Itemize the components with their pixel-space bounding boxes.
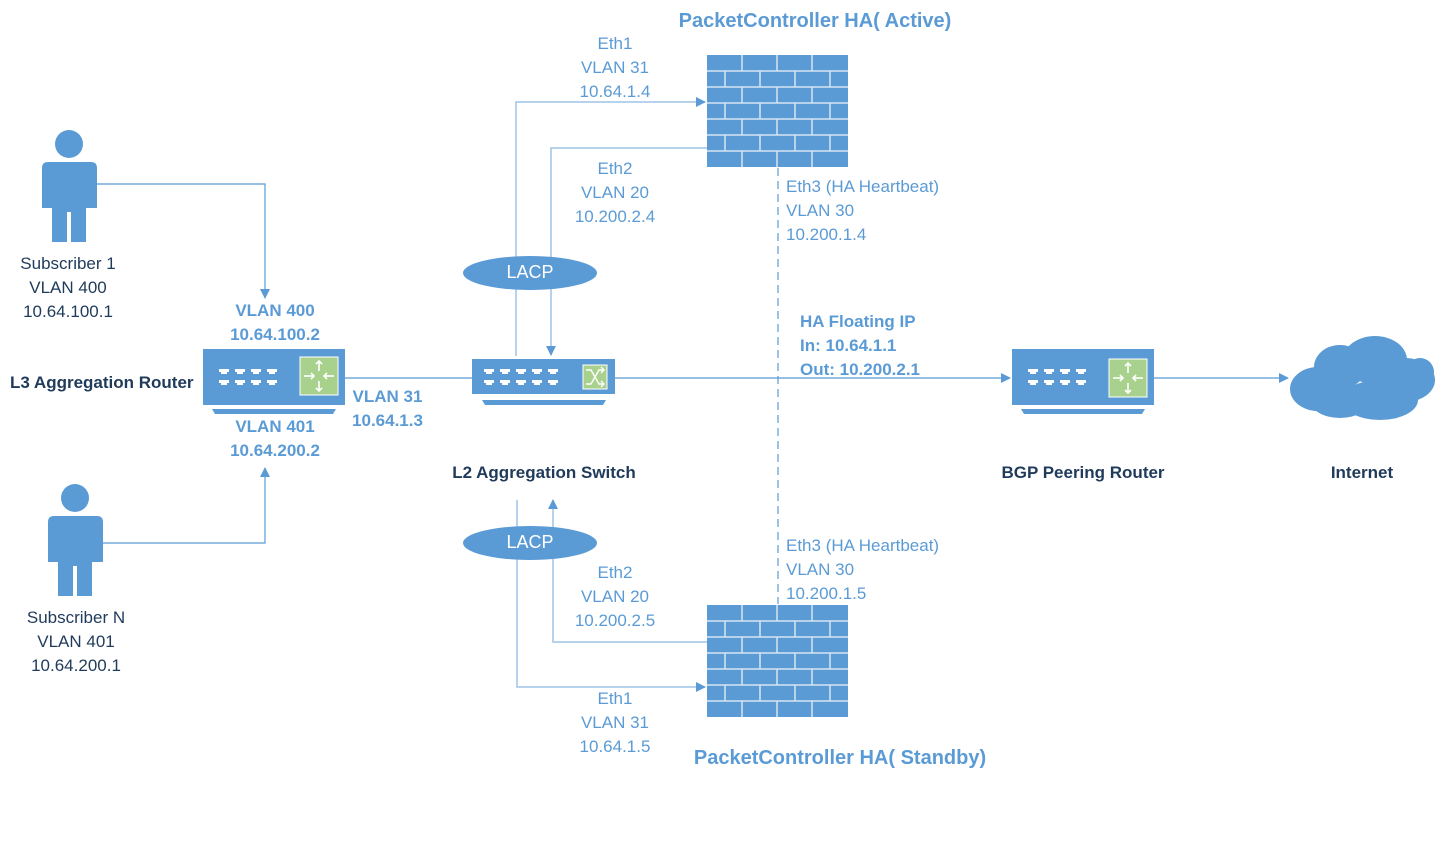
active-firewall-icon xyxy=(706,54,849,168)
subscriber-1-label: Subscriber 1 VLAN 400 10.64.100.1 xyxy=(8,252,128,324)
pc-standby-eth1-label: Eth1 VLAN 31 10.64.1.5 xyxy=(560,687,670,759)
subscriber-n-vlan: VLAN 401 xyxy=(37,632,115,651)
link-subscriberN-l3 xyxy=(103,467,270,544)
lacp-bottom-ellipse xyxy=(463,526,597,560)
bgp-router-icon xyxy=(1012,349,1154,414)
subscriber-n-ip: 10.64.200.1 xyxy=(31,656,121,675)
pc-standby-eth2-vlan: VLAN 20 xyxy=(580,587,650,606)
ha-floating-ip-in: In: 10.64.1.1 xyxy=(800,336,897,355)
ha-floating-ip-title: HA Floating IP xyxy=(800,312,916,331)
pc-active-eth1-label: Eth1 VLAN 31 10.64.1.4 xyxy=(560,32,670,104)
pc-active-eth3-vlan: VLAN 30 xyxy=(786,201,855,220)
bgp-router-label: BGP Peering Router xyxy=(1001,463,1165,482)
pc-active-eth2-ip: 10.200.2.4 xyxy=(574,207,656,226)
l3-iface-right-ip: 10.64.1.3 xyxy=(352,411,423,430)
pc-standby-eth3-ip: 10.200.1.5 xyxy=(786,584,867,603)
subscriber-n-person-icon xyxy=(48,484,103,596)
pc-active-eth3-name: Eth3 (HA Heartbeat) xyxy=(786,177,940,196)
lacp-bottom-label: LACP xyxy=(506,532,554,552)
pc-standby-eth1-name: Eth1 xyxy=(597,689,633,708)
internet-label: Internet xyxy=(1330,463,1394,482)
l2-switch-label: L2 Aggregation Switch xyxy=(452,463,636,482)
l3-iface-top-label: VLAN 400 10.64.100.2 xyxy=(205,299,345,347)
pc-standby-eth1-vlan: VLAN 31 xyxy=(580,713,650,732)
subscriber-1-name: Subscriber 1 xyxy=(20,254,116,273)
pc-standby-eth2-label: Eth2 VLAN 20 10.200.2.5 xyxy=(560,561,670,633)
l3-iface-right-vlan: VLAN 31 xyxy=(352,387,423,406)
pc-standby-title: PacketController HA( Standby) xyxy=(693,747,987,769)
subscriber-1-ip: 10.64.100.1 xyxy=(23,302,113,321)
ha-floating-ip-out: Out: 10.200.2.1 xyxy=(800,360,921,379)
pc-active-title: PacketController HA( Active) xyxy=(678,10,952,32)
pc-standby-eth1-ip: 10.64.1.5 xyxy=(579,737,651,756)
l3-iface-bottom-label: VLAN 401 10.64.200.2 xyxy=(205,415,345,463)
subscriber-1-person-icon xyxy=(42,130,97,242)
l3-router-label: L3 Aggregation Router xyxy=(10,373,194,392)
pc-standby-eth3-name: Eth3 (HA Heartbeat) xyxy=(786,536,940,555)
standby-firewall-icon xyxy=(706,604,849,718)
l3-iface-right-label: VLAN 31 10.64.1.3 xyxy=(340,385,435,433)
pc-active-eth2-name: Eth2 xyxy=(597,159,633,178)
link-l2-standby-eth1 xyxy=(516,500,706,692)
lacp-top-label: LACP xyxy=(506,262,554,282)
pc-standby-eth3-label: Eth3 (HA Heartbeat) VLAN 30 10.200.1.5 xyxy=(786,534,986,606)
pc-standby-eth3-vlan: VLAN 30 xyxy=(786,560,855,579)
pc-active-eth1-ip: 10.64.1.4 xyxy=(579,82,651,101)
lacp-top-ellipse xyxy=(463,256,597,290)
ha-floating-ip-label: HA Floating IP In: 10.64.1.1 Out: 10.200… xyxy=(800,310,1000,382)
l3-iface-top-ip: 10.64.100.2 xyxy=(230,325,320,344)
l2-switch-icon xyxy=(472,359,615,405)
subscriber-1-vlan: VLAN 400 xyxy=(29,278,107,297)
subscriber-n-name: Subscriber N xyxy=(26,608,126,627)
pc-active-eth2-label: Eth2 VLAN 20 10.200.2.4 xyxy=(560,157,670,229)
link-subscriber1-l3 xyxy=(97,183,270,299)
internet-cloud-icon xyxy=(1290,336,1435,420)
l3-router-icon xyxy=(203,349,345,414)
pc-standby-eth2-name: Eth2 xyxy=(597,563,633,582)
pc-active-eth2-vlan: VLAN 20 xyxy=(580,183,650,202)
pc-active-eth1-name: Eth1 xyxy=(597,34,633,53)
l3-iface-bottom-vlan: VLAN 401 xyxy=(235,417,315,436)
l3-iface-top-vlan: VLAN 400 xyxy=(235,301,315,320)
pc-active-eth1-vlan: VLAN 31 xyxy=(580,58,650,77)
subscriber-n-label: Subscriber N VLAN 401 10.64.200.1 xyxy=(16,606,136,678)
l3-iface-bottom-ip: 10.64.200.2 xyxy=(230,441,320,460)
link-l2-active-eth1 xyxy=(515,97,706,356)
pc-active-eth3-ip: 10.200.1.4 xyxy=(786,225,867,244)
pc-active-eth3-label: Eth3 (HA Heartbeat) VLAN 30 10.200.1.4 xyxy=(786,175,986,247)
pc-standby-eth2-ip: 10.200.2.5 xyxy=(574,611,656,630)
